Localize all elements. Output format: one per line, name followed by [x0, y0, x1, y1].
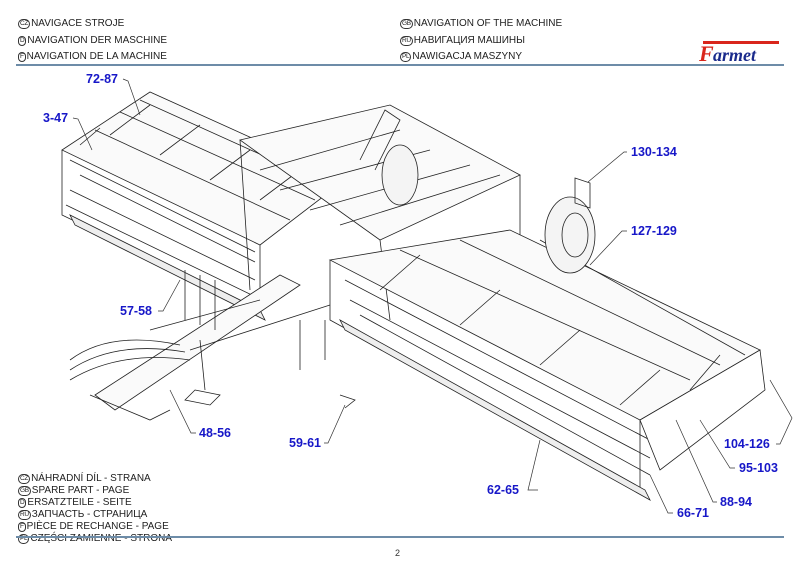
leader-57-58: [158, 279, 181, 312]
leader-62-65: [527, 439, 541, 491]
lang-code-badge: RU: [400, 36, 413, 46]
leader-130-134: [587, 151, 627, 183]
legend-text: ERSATZTEILE - SEITE: [27, 497, 132, 508]
logo-F: F: [698, 41, 714, 64]
leader-127-129: [589, 230, 627, 266]
page-number: 2: [395, 548, 401, 558]
lang-code-badge: RU: [18, 510, 31, 520]
leader-3-47: [72, 117, 93, 151]
callout-57-58[interactable]: 57-58: [120, 304, 152, 318]
leader-104-126: [769, 379, 793, 445]
lang-code-badge: GB: [400, 19, 413, 29]
header-text: NAVIGATION DE LA MACHINE: [26, 51, 167, 62]
footer-divider: [16, 536, 784, 538]
leader-88-94: [675, 419, 717, 503]
leader-lines: [72, 78, 793, 514]
legend-text: PIÈCE DE RECHANGE - PAGE: [26, 521, 169, 532]
header-divider: [16, 64, 784, 66]
header-text: NAVIGATION OF THE MACHINE: [413, 18, 563, 29]
lang-code-badge: CZ: [18, 474, 31, 484]
callout-72-87[interactable]: 72-87: [86, 72, 118, 86]
callout-95-103[interactable]: 95-103: [739, 461, 778, 475]
machine-frame: [61, 91, 766, 501]
lang-code-badge: PL: [18, 534, 30, 544]
header-text: NAWIGACJA MASZYNY: [412, 51, 523, 62]
legend-text: NÁHRADNÍ DÍL - STRANA: [31, 473, 151, 484]
callout-127-129[interactable]: 127-129: [631, 224, 677, 238]
farmet-logo: F armet: [698, 41, 779, 64]
callout-104-126[interactable]: 104-126: [724, 437, 770, 451]
legend-text: ЗАПЧАСТЬ - СТРАНИЦА: [31, 509, 148, 520]
lang-code-badge: CZ: [18, 19, 31, 29]
leader-59-61: [324, 404, 346, 444]
leader-72-87: [122, 78, 141, 116]
callout-62-65[interactable]: 62-65: [487, 483, 519, 497]
callout-66-71[interactable]: 66-71: [677, 506, 709, 520]
lang-code-badge: D: [18, 36, 27, 46]
header-text: NAVIGACE STROJE: [31, 18, 125, 29]
lang-code-badge: F: [18, 522, 26, 532]
legend-text: CZĘŚCI ZAMIENNE - STRONA: [30, 533, 173, 544]
leader-95-103: [699, 419, 735, 469]
callout-3-47[interactable]: 3-47: [43, 111, 69, 125]
logo-rest: armet: [713, 45, 757, 64]
lang-code-badge: F: [18, 52, 26, 62]
callout-88-94[interactable]: 88-94: [720, 495, 752, 509]
legend-text: SPARE PART - PAGE: [31, 485, 130, 496]
callout-130-134[interactable]: 130-134: [631, 145, 677, 159]
header-text: NAVIGATION DER MASCHINE: [27, 35, 168, 46]
callout-59-61[interactable]: 59-61: [289, 436, 321, 450]
logo-bar: [703, 41, 779, 44]
leader-66-71: [649, 474, 673, 514]
leader-48-56: [169, 389, 196, 434]
lang-code-badge: GB: [18, 486, 31, 496]
lang-code-badge: PL: [400, 52, 412, 62]
header-text: НАВИГАЦИЯ МАШИНЫ: [413, 35, 525, 46]
lang-code-badge: D: [18, 498, 27, 508]
callout-48-56[interactable]: 48-56: [199, 426, 231, 440]
